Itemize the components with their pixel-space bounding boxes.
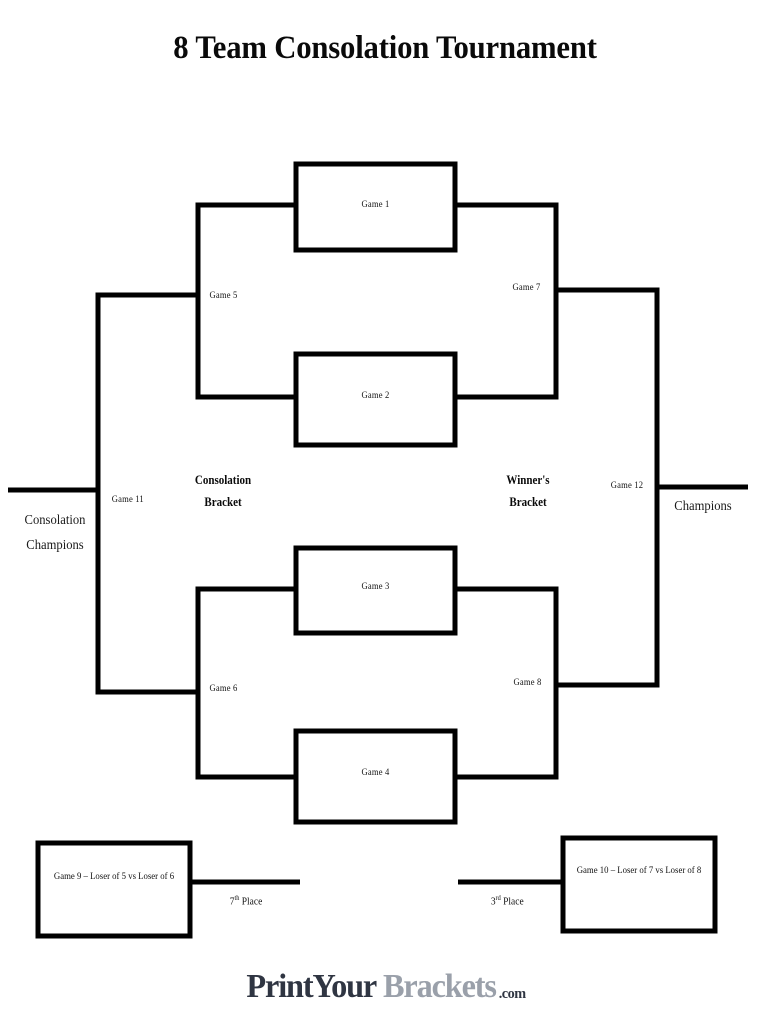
- game-9-label: Game 9 – Loser of 5 vs Loser of 6: [53, 872, 175, 882]
- game-5-connector: [195, 202, 296, 400]
- game-3-label: Game 3: [361, 582, 390, 592]
- third-place-ordinal: rd: [495, 894, 501, 902]
- seventh-place-ordinal: th: [234, 894, 240, 902]
- seventh-place-label: 7th Place: [230, 894, 262, 908]
- champions-label: Champions: [674, 499, 732, 514]
- game-11-label: Game 11: [111, 495, 144, 505]
- third-place-label: 3rd Place: [491, 894, 524, 908]
- consolation-bracket-title-line2: Bracket: [204, 495, 242, 509]
- seventh-place-word: Place: [241, 896, 263, 908]
- winners-bracket-title-line2: Bracket: [509, 495, 547, 509]
- game-8-label: Game 8: [513, 678, 542, 688]
- consolation-champions-line2: Champions: [26, 538, 84, 553]
- game-2-label: Game 2: [361, 391, 390, 401]
- game-7-label: Game 7: [512, 283, 541, 293]
- third-place-word: Place: [503, 896, 524, 908]
- game-10-label: Game 10 – Loser of 7 vs Loser of 8: [576, 866, 702, 876]
- consolation-bracket-title-line1: Consolation: [194, 473, 252, 487]
- game-6-connector: [195, 586, 296, 780]
- game-9-box: [35, 840, 193, 939]
- game-4-label: Game 4: [361, 768, 390, 778]
- game-7-connector: [455, 202, 559, 400]
- third-place-number: 3: [490, 896, 496, 908]
- game-12-label: Game 12: [610, 481, 644, 491]
- game-5-label: Game 5: [209, 291, 238, 301]
- winners-bracket-title: Winner's Bracket: [480, 469, 577, 513]
- game-10-box: [560, 835, 718, 934]
- game-1-label: Game 1: [361, 200, 390, 210]
- consolation-champions-line1: Consolation: [24, 513, 86, 528]
- seventh-place-number: 7: [229, 896, 235, 908]
- winners-bracket-title-line1: Winner's: [506, 473, 550, 487]
- consolation-champions-label: Consolation Champions: [6, 508, 105, 558]
- logo-brackets-text: Brackets: [382, 968, 497, 1005]
- logo-printyour-text: PrintYour: [246, 968, 378, 1005]
- consolation-bracket-title: Consolation Bracket: [175, 469, 272, 513]
- page-title: 8 Team Consolation Tournament: [173, 30, 597, 66]
- logo-dotcom-text: .com: [499, 986, 527, 1002]
- game-6-label: Game 6: [209, 684, 238, 694]
